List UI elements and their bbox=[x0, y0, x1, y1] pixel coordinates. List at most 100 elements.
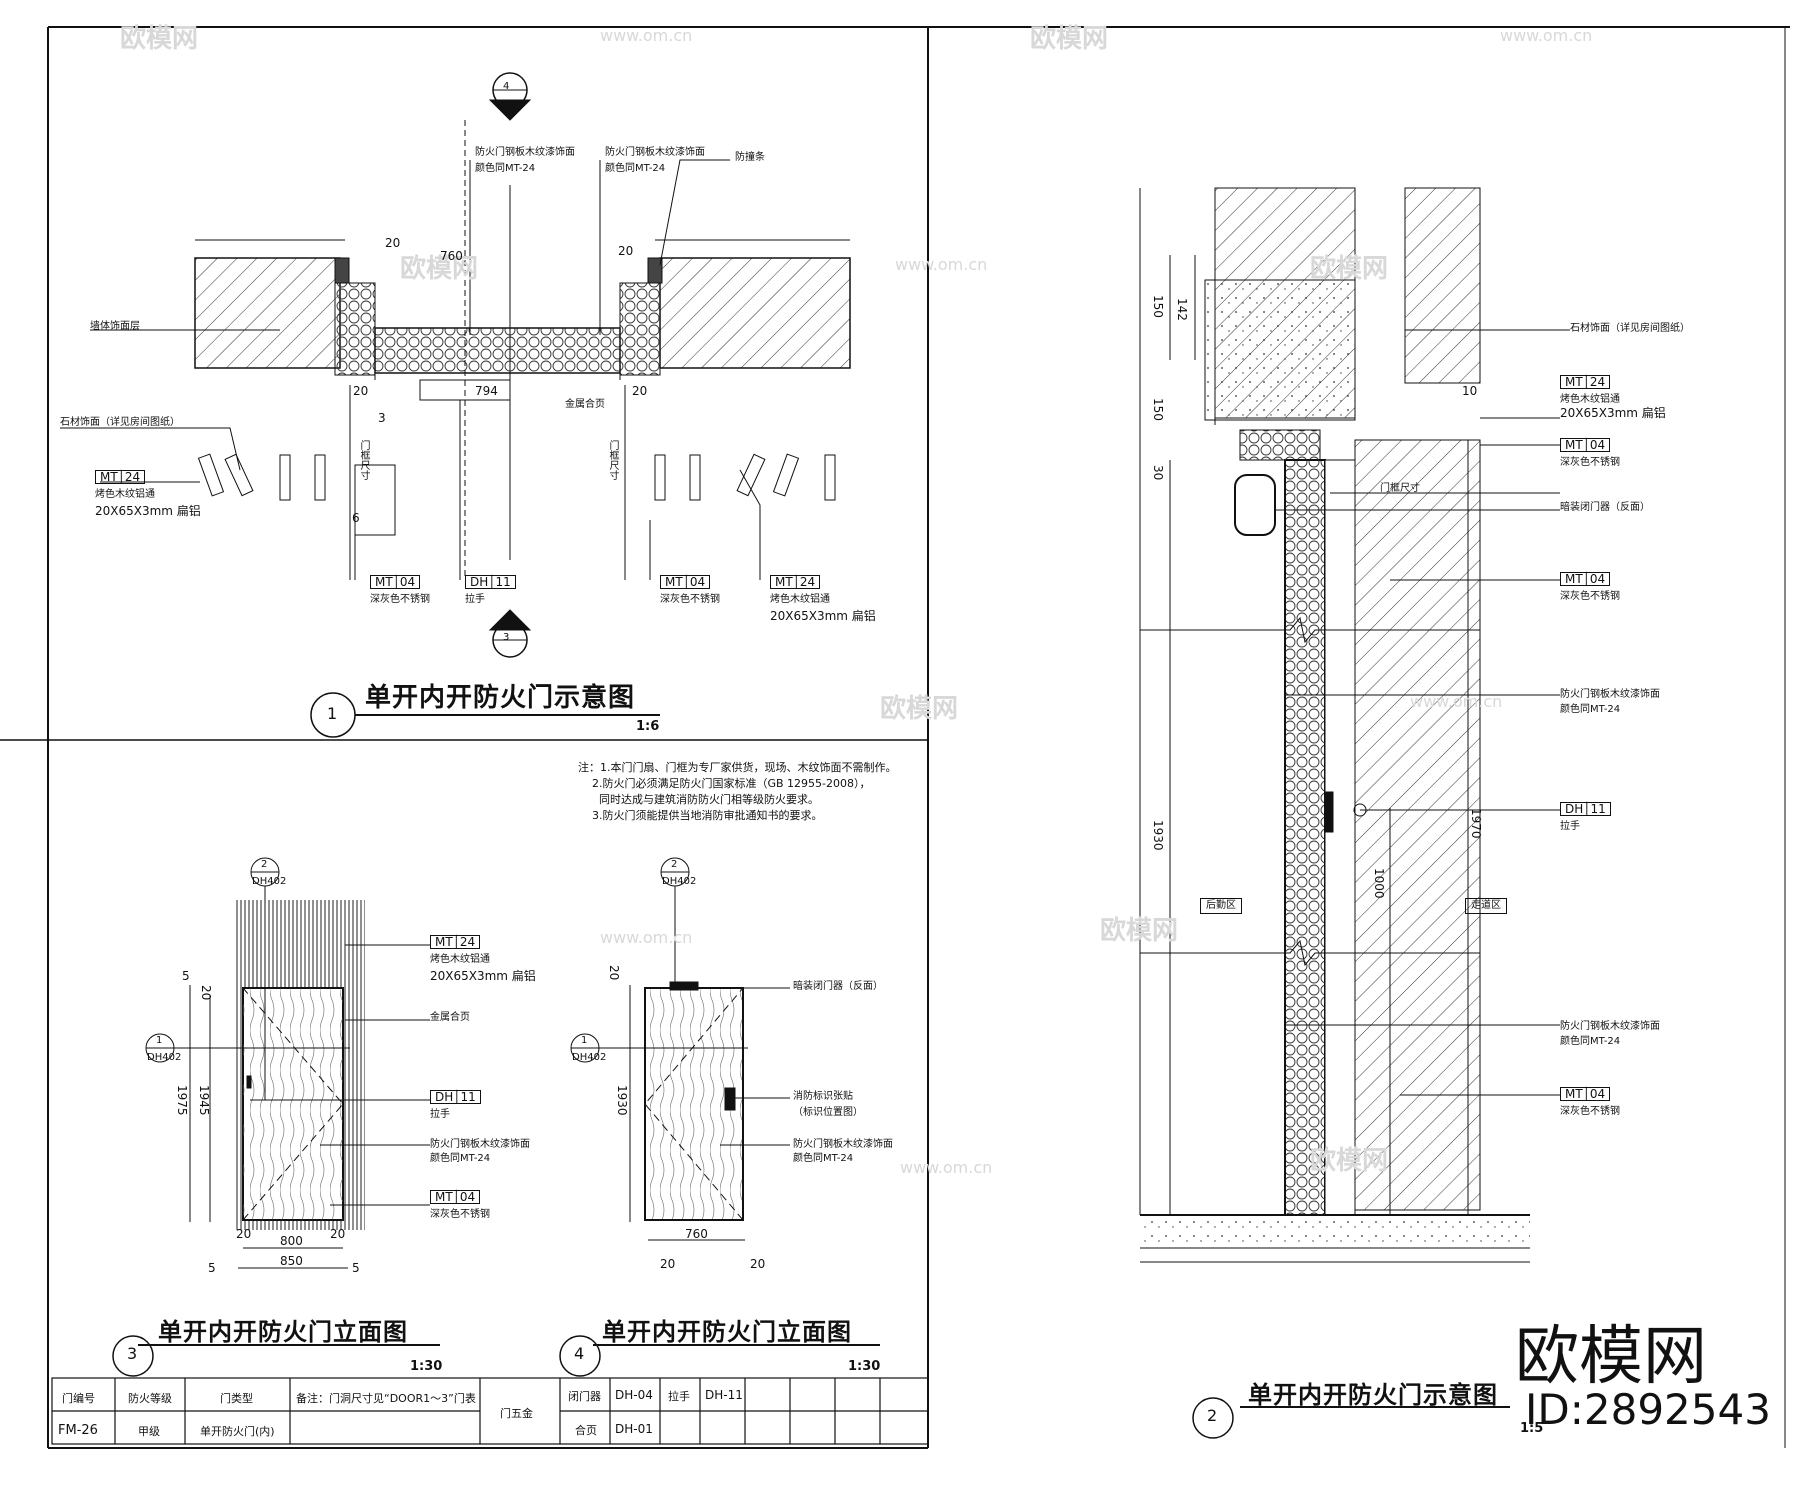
view1-stone-label: 石材饰面（详见房间图纸） bbox=[60, 417, 180, 428]
view2-dim-142: 142 bbox=[1175, 298, 1189, 321]
view1-scale: 1:6 bbox=[636, 719, 660, 734]
view3-tag-dh11: DH│11 bbox=[430, 1090, 481, 1104]
view2-section bbox=[1139, 187, 1570, 1439]
view1-fire-label-2b: 颜色同MT-24 bbox=[605, 163, 666, 174]
view3-dim-850: 850 bbox=[280, 1254, 303, 1268]
watermark-logo: 欧模网 bbox=[880, 694, 959, 724]
table-row-fire: 甲级 bbox=[138, 1425, 160, 1438]
table-hw-k0: 闭门器 bbox=[568, 1390, 601, 1403]
brand-id: ID:2892543 bbox=[1525, 1385, 1771, 1434]
view1-left-size: 门框尺寸 bbox=[358, 440, 369, 480]
view4-dim-760: 760 bbox=[685, 1227, 708, 1241]
view2-fire1: 防火门钢板木纹漆饰面 bbox=[1560, 689, 1660, 700]
view2-stone: 石材饰面（详见房间图纸） bbox=[1570, 323, 1690, 334]
view1-dim-20a: 20 bbox=[385, 236, 401, 250]
table-hw-v0: DH-04 bbox=[615, 1388, 653, 1402]
view1-plan bbox=[60, 72, 851, 738]
view1-hinge-label: 金属合页 bbox=[565, 399, 605, 410]
view3-number: 3 bbox=[127, 1344, 138, 1363]
watermark-url: www.om.cn bbox=[600, 26, 693, 45]
view3-sec-left: 1 bbox=[156, 1035, 163, 1046]
view3-tag-mt24: MT│24 bbox=[430, 935, 481, 949]
table-hw-k2: 合页 bbox=[575, 1424, 597, 1437]
view2-tag-dh11: DH│11 bbox=[1560, 802, 1611, 816]
view3-scale: 1:30 bbox=[410, 1359, 443, 1374]
view1-mt24b-spec: 20X65X3mm 扁铝 bbox=[770, 609, 876, 623]
view3-title: 单开内开防火门立面图 bbox=[158, 1318, 408, 1346]
view4-sec-left-ref: DH402 bbox=[572, 1052, 607, 1063]
view3-fire: 防火门钢板木纹漆饰面 bbox=[430, 1139, 530, 1150]
watermark-logo: 欧模网 bbox=[1100, 916, 1179, 946]
watermark-url: www.om.cn bbox=[900, 1158, 993, 1177]
table-header-fire: 防火等级 bbox=[128, 1392, 172, 1405]
door-schedule-table bbox=[51, 1377, 929, 1445]
view4-fire-b: 颜色同MT-24 bbox=[793, 1153, 854, 1164]
view2-dim-10: 10 bbox=[1462, 384, 1478, 398]
view1-wall-label: 墙体饰面层 bbox=[90, 321, 140, 332]
view3-mt04-desc: 深灰色不锈钢 bbox=[430, 1209, 490, 1220]
view3-elevation bbox=[112, 857, 440, 1377]
view4-dim-20r: 20 bbox=[750, 1257, 766, 1271]
view1-fire-label-2: 防火门钢板木纹漆饰面 bbox=[605, 147, 705, 158]
view4-number: 4 bbox=[574, 1344, 585, 1363]
watermark-url: www.om.cn bbox=[600, 928, 693, 947]
view1-dim-760: 760 bbox=[440, 249, 463, 263]
view4-closer: 暗装闭门器（反面） bbox=[793, 981, 883, 992]
view1-marker-bottom: 3 bbox=[503, 632, 510, 643]
table-hw-v2: DH-01 bbox=[615, 1422, 653, 1436]
view3-dim-20l: 20 bbox=[236, 1227, 252, 1241]
view1-mt24a-desc: 烤色木纹铝通 bbox=[95, 489, 155, 500]
view2-dim-1970: 1970 bbox=[1469, 808, 1483, 839]
table-header-type: 门类型 bbox=[220, 1392, 253, 1405]
view1-marker-top: 4 bbox=[503, 81, 510, 92]
view1-seal-label: 防撞条 bbox=[735, 152, 765, 163]
view2-fire2-b: 颜色同MT-24 bbox=[1560, 1036, 1621, 1047]
view3-dim-5l: 5 bbox=[208, 1261, 216, 1275]
table-row-no: FM-26 bbox=[58, 1423, 98, 1438]
view2-scale: 1:5 bbox=[1520, 1421, 1544, 1436]
view1-dim-794: 794 bbox=[475, 384, 498, 398]
view3-hinge: 金属合页 bbox=[430, 1012, 470, 1023]
view3-dim-1975: 1975 bbox=[175, 1085, 189, 1116]
view2-dim-150a: 150 bbox=[1151, 295, 1165, 318]
view1-mt04a-desc: 深灰色不锈钢 bbox=[370, 594, 430, 605]
watermark-logo: 欧模网 bbox=[400, 254, 479, 284]
table-header-no: 门编号 bbox=[62, 1392, 95, 1405]
watermark-logo: 欧模网 bbox=[1310, 1146, 1389, 1176]
view4-sec-top: 2 bbox=[671, 859, 678, 870]
view2-dim-1000: 1000 bbox=[1372, 868, 1386, 899]
view2-left-zone: 后勤区 bbox=[1200, 898, 1242, 914]
view3-dim-800: 800 bbox=[280, 1234, 303, 1248]
view4-title: 单开内开防火门立面图 bbox=[602, 1318, 852, 1346]
watermark-logo: 欧模网 bbox=[1310, 254, 1389, 284]
brand-logo: 欧模网 bbox=[1515, 1320, 1707, 1394]
view1-tag-mt04b: MT│04 bbox=[660, 575, 711, 589]
view4-dim-20l: 20 bbox=[660, 1257, 676, 1271]
watermark-url: www.om.cn bbox=[895, 255, 988, 274]
view4-fire: 防火门钢板木纹漆饰面 bbox=[793, 1139, 893, 1150]
view2-tag-mt04b: MT│04 bbox=[1560, 572, 1611, 586]
view1-tag-mt24b: MT│24 bbox=[770, 575, 821, 589]
view2-tag-mt04c: MT│04 bbox=[1560, 1087, 1611, 1101]
view2-title: 单开内开防火门示意图 bbox=[1248, 1381, 1498, 1409]
watermark-logo: 欧模网 bbox=[1030, 24, 1109, 54]
table-row-type: 单开防火门(内) bbox=[200, 1425, 275, 1438]
view4-dim-20t: 20 bbox=[607, 965, 621, 981]
view2-fire2: 防火门钢板木纹漆饰面 bbox=[1560, 1021, 1660, 1032]
view2-dim-1930: 1930 bbox=[1151, 820, 1165, 851]
view1-dim-20c: 20 bbox=[353, 384, 369, 398]
view1-tag-dh11: DH│11 bbox=[465, 575, 516, 589]
view2-dim-30: 30 bbox=[1151, 465, 1165, 481]
watermark-url: www.om.cn bbox=[1500, 26, 1593, 45]
view3-dim-20t: 20 bbox=[199, 985, 213, 1001]
view1-number: 1 bbox=[327, 704, 338, 723]
view3-mt24-spec: 20X65X3mm 扁铝 bbox=[430, 969, 536, 983]
view3-dim-5t: 5 bbox=[182, 969, 190, 983]
view3-dh11-desc: 拉手 bbox=[430, 1109, 450, 1120]
view2-mt24-desc: 烤色木纹铝通 bbox=[1560, 394, 1620, 405]
table-hw-k1: 拉手 bbox=[668, 1390, 690, 1403]
view2-mt04b-desc: 深灰色不锈钢 bbox=[1560, 591, 1620, 602]
view1-tag-mt24a: MT│24 bbox=[95, 470, 146, 484]
view4-sign-b: （标识位置图） bbox=[793, 1107, 863, 1118]
